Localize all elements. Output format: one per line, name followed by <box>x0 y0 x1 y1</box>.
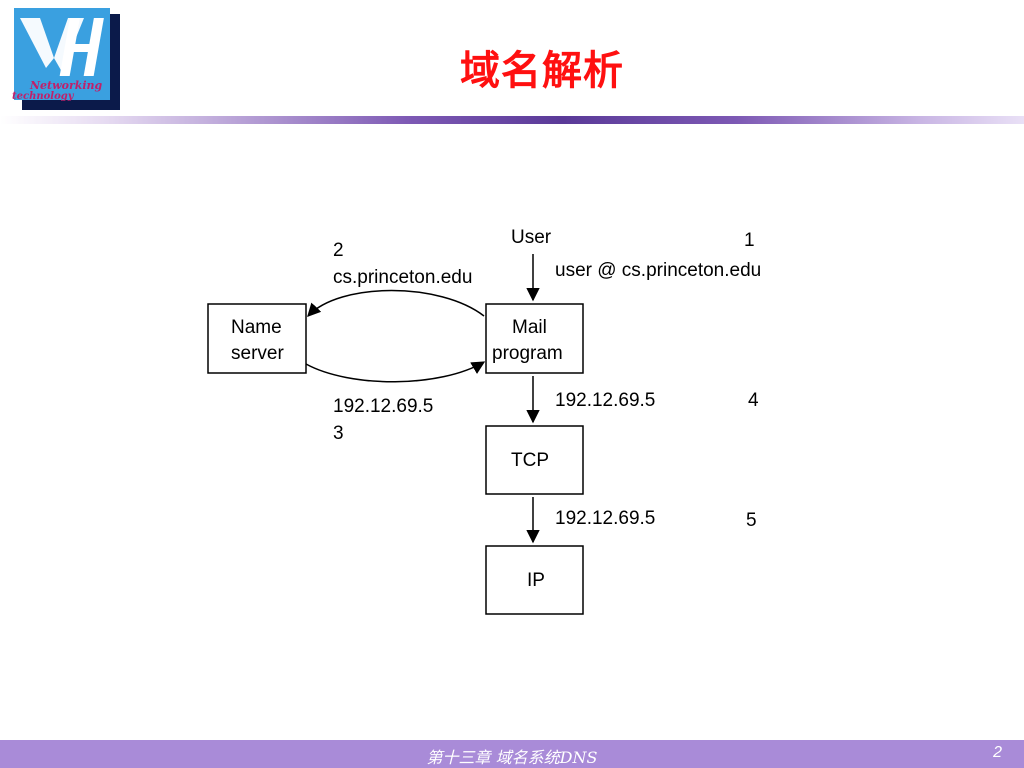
slide-title: 域名解析 <box>460 48 624 94</box>
slide-footer: 第十三章 域名系统DNS 2 <box>0 740 1024 768</box>
mail-program-box <box>485 303 584 374</box>
nameserver-to-mail-arrow <box>305 361 486 383</box>
step5-text: 192.12.69.5 <box>555 508 655 529</box>
name-server-label-line2: server <box>231 343 284 364</box>
mail-program-label-line1: Mail <box>512 317 547 338</box>
step3-number: 3 <box>333 423 344 444</box>
mail-to-nameserver-arrow <box>307 289 485 317</box>
name-server-box <box>207 303 307 374</box>
step1-text: user @ cs.princeton.edu <box>555 260 761 281</box>
tcp-box <box>485 425 584 495</box>
step2-number: 2 <box>333 240 344 261</box>
footer-chapter-title: 第十三章 域名系统DNS <box>426 748 598 767</box>
step3-text: 192.12.69.5 <box>333 396 433 417</box>
step5-number: 5 <box>746 510 757 531</box>
step4-text: 192.12.69.5 <box>555 390 655 411</box>
name-server-label-line1: Name <box>231 317 282 338</box>
ip-box <box>485 545 584 615</box>
step4-number: 4 <box>748 390 759 411</box>
title-divider <box>0 116 1024 124</box>
step2-text: cs.princeton.edu <box>333 267 472 288</box>
page-number: 2 <box>993 744 1002 761</box>
logo-text-line1: Networking <box>29 79 103 92</box>
user-label: User <box>511 227 552 248</box>
step1-number: 1 <box>744 230 755 251</box>
mail-program-label-line2: program <box>492 343 563 364</box>
tcp-label: TCP <box>511 450 549 471</box>
networking-technology-logo: Networking technology <box>12 8 120 110</box>
logo-text-line2: technology <box>12 91 75 102</box>
ip-label: IP <box>527 570 545 591</box>
